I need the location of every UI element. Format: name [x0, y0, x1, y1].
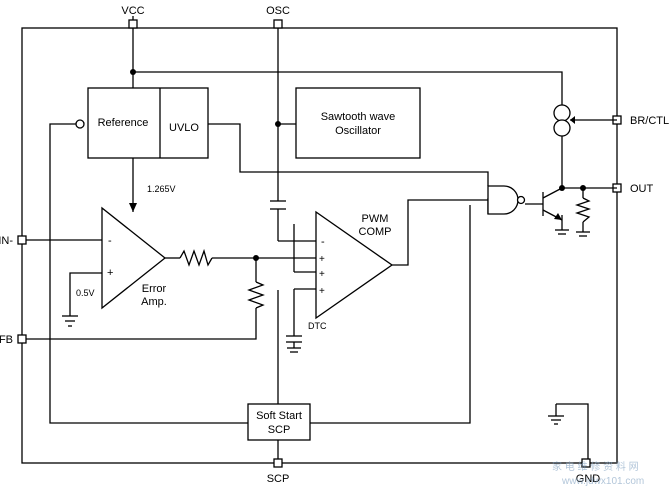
ground-symbol-transistor — [555, 229, 569, 235]
series-resistor — [179, 248, 213, 267]
sawtooth-label-1: Sawtooth wave — [321, 111, 396, 123]
soft-start-scp-block: Soft Start SCP — [247, 403, 311, 441]
shunt-resistor — [247, 281, 265, 309]
vref-arrow — [129, 203, 137, 212]
sawtooth-oscillator-block: Sawtooth wave Oscillator — [295, 87, 421, 159]
reference-label: Reference — [98, 117, 149, 129]
ground-symbol-output — [576, 231, 590, 237]
sawtooth-label-2: Oscillator — [335, 125, 381, 137]
osc-capacitor — [270, 200, 286, 214]
uvlo-label: UVLO — [169, 122, 199, 134]
pin-osc: OSC — [266, 5, 290, 29]
ground-symbol-05v — [62, 315, 78, 327]
pwm-minus: - — [321, 236, 325, 248]
pwm-plus-3: + — [319, 286, 325, 297]
current-source — [553, 104, 575, 137]
output-resistor — [574, 197, 592, 223]
error-amp-label-1: Error — [142, 283, 167, 295]
ground-symbol-gnd — [548, 415, 564, 425]
pin-gnd: GND — [576, 458, 601, 485]
error-amp-plus: + — [107, 267, 113, 279]
wiring — [26, 28, 617, 459]
pwm-label-2: COMP — [359, 226, 392, 238]
pin-fb-label: FB — [0, 334, 13, 346]
watermark-line-1: 家 电 维 修 资 料 网 — [552, 460, 639, 473]
nand-gate — [487, 185, 526, 215]
pin-vcc-label: VCC — [121, 5, 144, 17]
dtc-capacitor — [286, 335, 302, 353]
watermark-line-2: www.jdwx101.com — [561, 476, 644, 487]
chip-outline — [21, 27, 618, 464]
pin-br-ctl: BR/CTL — [612, 115, 669, 127]
output-transistor — [542, 187, 563, 221]
pin-scp-label: SCP — [267, 473, 290, 485]
pwm-label-1: PWM — [362, 213, 389, 225]
pin-br-ctl-label: BR/CTL — [630, 115, 669, 127]
v05-label: 0.5V — [76, 288, 95, 298]
reference-uvlo-block: Reference UVLO — [75, 87, 209, 159]
pin-out: OUT — [612, 183, 654, 195]
error-amplifier: - + Error Amp. — [101, 206, 167, 310]
pin-gnd-label: GND — [576, 473, 601, 485]
pin-vcc: VCC — [121, 5, 145, 29]
pin-out-label: OUT — [630, 183, 654, 195]
softstart-label-1: Soft Start — [256, 410, 302, 422]
dtc-label: DTC — [308, 321, 327, 331]
error-amp-label-2: Amp. — [141, 296, 167, 308]
pwm-plus-1: + — [319, 254, 325, 265]
pin-in-minus-label: IN- — [0, 235, 13, 247]
vref-label: 1.265V — [147, 184, 176, 194]
softstart-label-2: SCP — [268, 424, 291, 436]
pwm-plus-2: + — [319, 269, 325, 280]
pwm-comparator: - + + + PWM COMP — [315, 210, 394, 320]
pin-osc-label: OSC — [266, 5, 290, 17]
error-amp-minus: - — [108, 235, 112, 247]
